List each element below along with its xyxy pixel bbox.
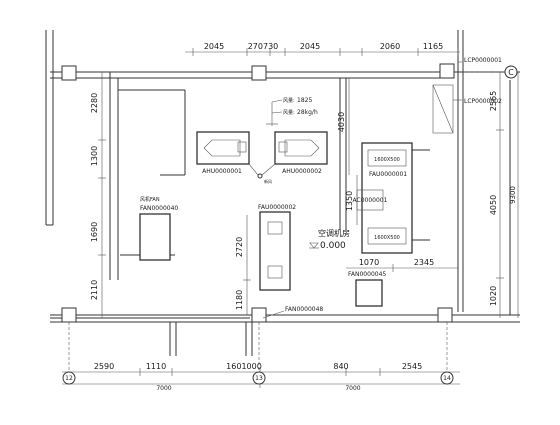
fau1-label: FAU0000001 <box>369 171 407 178</box>
ahu1-label: AHU0000001 <box>202 168 242 175</box>
airflow-note: 风量: 1825 风量: 28kg/h <box>266 97 318 126</box>
column-marker <box>61 65 77 81</box>
room-name: 空调机房 <box>318 228 350 238</box>
room-label: 空调机房 0.000 <box>309 228 350 251</box>
ahu-unit-1: AHU0000001 <box>196 131 250 175</box>
dim-mid-2720: 2720 <box>235 237 244 257</box>
dim-mid-1350: 1350 <box>345 191 354 211</box>
lcp1-label: LCP0000001 <box>464 57 502 64</box>
fan-unit-left: 风机FAN FAN0000040 <box>139 196 178 261</box>
dim-right-3: 9300 <box>509 186 517 204</box>
structural-columns <box>61 63 455 323</box>
lcp2-label: LCP0000002 <box>464 98 502 105</box>
axis-label-c: C <box>508 68 514 77</box>
column-marker <box>439 63 455 79</box>
lcp-panels: LCP0000001 LCP0000002 <box>453 57 502 105</box>
fan-unit-45: FAN0000045 <box>348 271 386 307</box>
ahu2-label: AHU0000002 <box>282 168 322 175</box>
column-marker <box>437 307 453 323</box>
dim-bottom-2590: 2590 <box>94 362 114 371</box>
dim-mid-2345: 2345 <box>414 258 434 267</box>
axis-bubble-12 <box>62 371 76 385</box>
dim-bottom-840: 840 <box>333 362 348 371</box>
dim-mid-1180: 1180 <box>235 290 244 310</box>
dim-bottom-1110: 1110 <box>146 362 166 371</box>
column-marker <box>251 65 267 81</box>
fau1-box-top: 1600X500 <box>374 157 400 163</box>
dim-top-5: 1165 <box>423 42 443 51</box>
dim-right-2: 4050 <box>489 195 498 215</box>
note-prefix-1: 风量: <box>283 97 295 104</box>
axis-bubble-13 <box>252 371 266 385</box>
fau-unit-1: 1600X500 1600X500 AC0000001 FAU0000001 <box>353 142 413 254</box>
dim-right-1: 2565 <box>489 91 498 111</box>
dim-top-3: 2045 <box>300 42 320 51</box>
ac-label: AC0000001 <box>353 197 388 204</box>
fan-left-caption: 风机FAN <box>140 196 160 203</box>
mid-dimensions: 4030 1350 2720 1180 1070 2345 <box>235 112 434 310</box>
axis-label-13: 13 <box>255 375 263 382</box>
right-dimensions: 2565 4050 9300 1020 <box>489 91 517 306</box>
dim-top-2: 270730 <box>248 42 279 51</box>
dimension-lines <box>62 48 519 388</box>
fan-unit-48: FAN0000048 <box>262 306 323 319</box>
ahu-unit-2: AHU0000002 <box>274 131 328 175</box>
fan-45-label: FAN0000045 <box>348 271 386 278</box>
note-value-1: 1825 <box>297 97 312 104</box>
axis-bubble-14 <box>440 371 454 385</box>
structure-walls <box>45 30 520 356</box>
fau-unit-2: FAU0000002 <box>258 204 296 291</box>
dim-bottom-1601000: 1601000 <box>226 362 262 371</box>
dim-mid-4030: 4030 <box>337 112 346 132</box>
top-dimensions: 2045 270730 2045 2060 1165 <box>204 42 443 51</box>
dim-top-4: 2060 <box>380 42 400 51</box>
left-dimensions: 2280 1300 1690 2110 <box>90 93 99 300</box>
fau2-label: FAU0000002 <box>258 204 296 211</box>
dim-left-4: 2110 <box>90 280 99 300</box>
dim-bottom-7000-left: 7000 <box>156 385 171 392</box>
room-level: 0.000 <box>320 241 346 251</box>
dim-right-4: 1020 <box>489 286 498 306</box>
note-value-2: 28kg/h <box>297 109 318 116</box>
dim-left-3: 1690 <box>90 222 99 242</box>
axis-label-14: 14 <box>443 375 451 382</box>
column-marker <box>251 307 267 323</box>
dim-top-1: 2045 <box>204 42 224 51</box>
dim-bottom-2545: 2545 <box>402 362 422 371</box>
dim-left-1: 2280 <box>90 93 99 113</box>
dim-left-2: 1300 <box>90 146 99 166</box>
bottom-dimensions: 2590 1110 1601000 840 2545 7000 7000 <box>94 362 422 392</box>
fau1-box-bottom: 1600X500 <box>374 235 400 241</box>
ahu-connector: 新风 <box>248 163 276 184</box>
column-marker <box>61 307 77 323</box>
axis-bubble-c <box>504 65 518 79</box>
dim-bottom-7000-right: 7000 <box>345 385 360 392</box>
fan-left-tag: FAN0000040 <box>140 205 178 212</box>
fan-48-label: FAN0000048 <box>285 306 323 313</box>
fresh-air-note: 新风 <box>264 178 272 184</box>
axis-label-12: 12 <box>65 375 73 382</box>
note-prefix-2: 风量: <box>283 109 295 116</box>
grid-axes: 12 13 14 C <box>62 65 518 385</box>
dim-mid-1070: 1070 <box>359 258 379 267</box>
